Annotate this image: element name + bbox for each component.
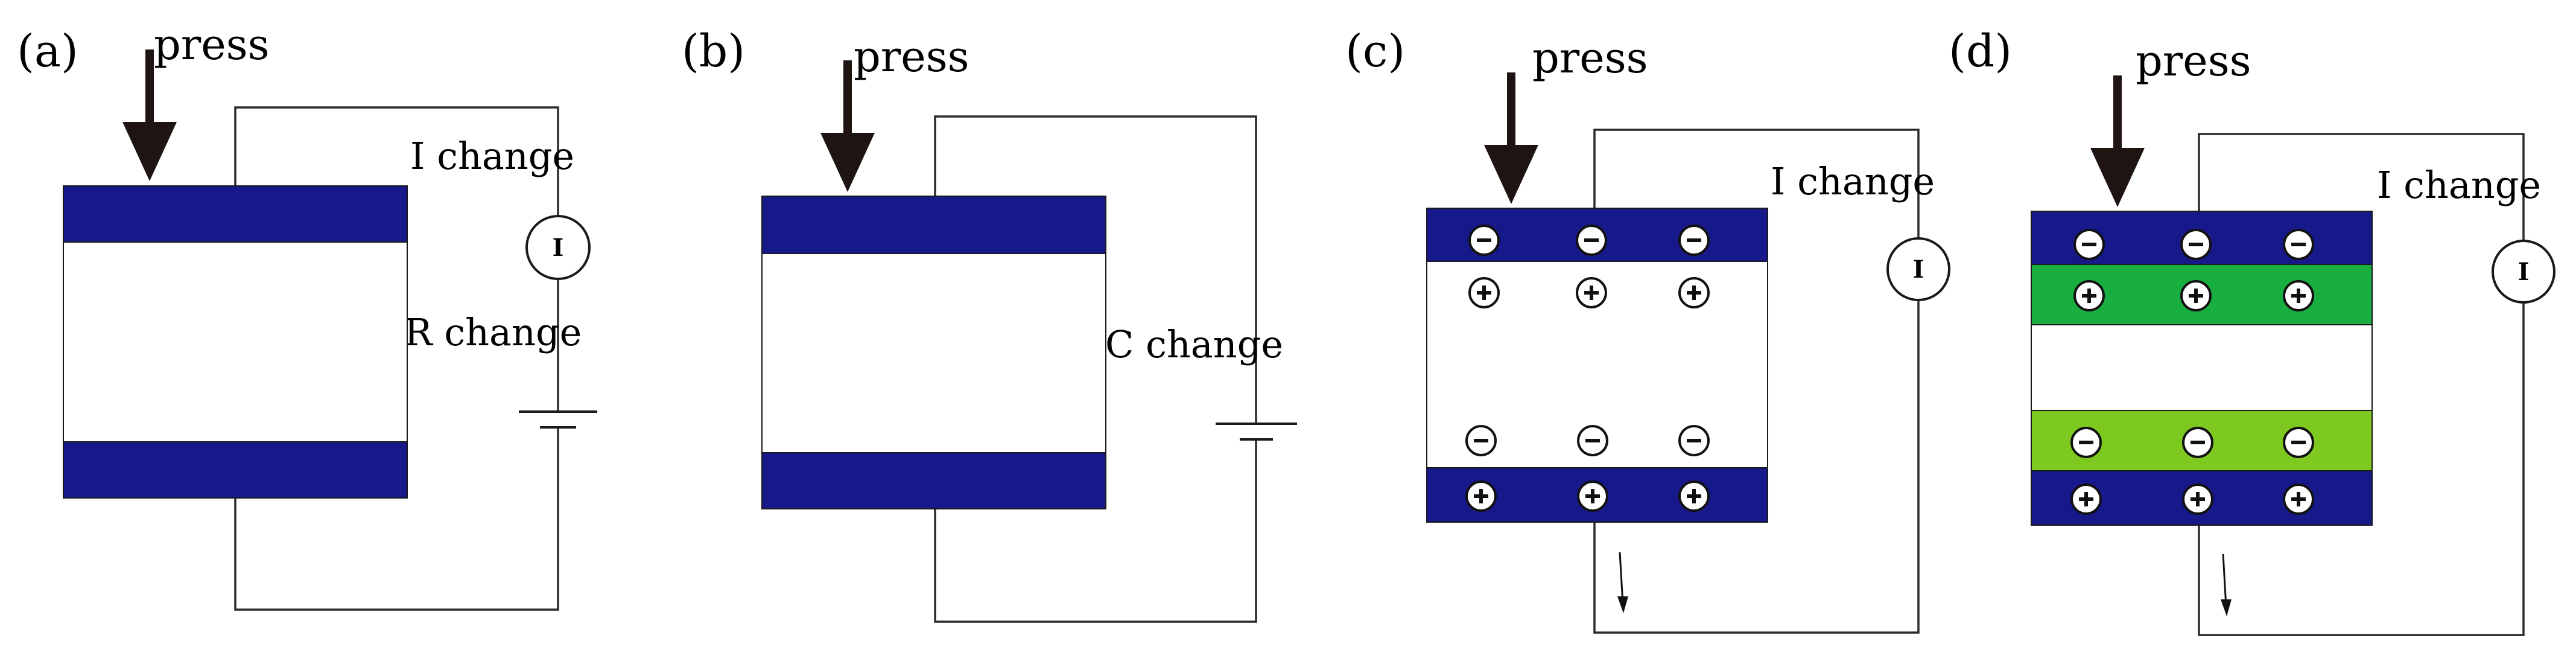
negative-ion — [2283, 427, 2314, 458]
positive-ion — [2182, 483, 2213, 515]
negative-ion — [1678, 425, 1710, 456]
wire-bottom-d — [2198, 302, 2525, 636]
top-electrode-b — [761, 196, 1106, 254]
ammeter-symbol-a: I — [553, 234, 564, 262]
ammeter-c: I — [1886, 237, 1950, 301]
negative-ion — [1576, 225, 1607, 256]
positive-ion — [1678, 480, 1710, 512]
ammeter-symbol-c: I — [1913, 255, 1924, 284]
wire-top-a — [234, 106, 559, 223]
panel-label-d: (d) — [1949, 25, 2012, 77]
annotation-c-change-b: C change — [1105, 322, 1283, 366]
top-electrode-a — [63, 185, 408, 243]
wire-top-c — [1593, 129, 1920, 238]
wire-bottom-a — [234, 427, 559, 611]
bottom-electrode-b — [761, 452, 1106, 509]
panel-label-a: (a) — [17, 25, 78, 77]
positive-ion — [2283, 483, 2314, 515]
current-direction-arrow-d — [2221, 554, 2232, 616]
wire-bottom-b — [934, 439, 1257, 623]
panel-a: (a) press I I change R change — [17, 20, 597, 611]
annotation-i-change-d: I change — [2377, 163, 2541, 207]
bottom-electrode-a — [63, 441, 408, 499]
ammeter-symbol-d: I — [2518, 258, 2530, 286]
negative-ion — [2070, 427, 2102, 458]
negative-ion — [2182, 427, 2213, 458]
positive-ion — [1577, 480, 1608, 512]
negative-ion — [1577, 425, 1608, 456]
panel-c: (c) press I I change — [1345, 25, 1950, 634]
wire-top-b — [934, 115, 1257, 423]
positive-ion — [1678, 277, 1710, 308]
negative-ion — [2283, 229, 2314, 260]
positive-ion — [1468, 277, 1500, 308]
annotation-r-change-a: R change — [404, 310, 582, 354]
negative-ion — [1465, 425, 1497, 456]
positive-ion — [2073, 280, 2105, 311]
positive-ion — [2070, 483, 2102, 515]
ammeter-d: I — [2492, 240, 2555, 304]
press-label-a: press — [154, 20, 270, 69]
press-label-b: press — [854, 32, 969, 81]
panel-b: (b) press C change — [682, 25, 1297, 623]
press-label-c: press — [1532, 33, 1648, 83]
negative-ion — [1678, 225, 1710, 256]
negative-ion — [1468, 225, 1500, 256]
panel-label-b: (b) — [682, 25, 745, 77]
positive-ion — [2180, 280, 2212, 311]
positive-ion — [1576, 277, 1607, 308]
negative-ion — [2073, 229, 2105, 260]
positive-ion — [2283, 280, 2314, 311]
current-direction-arrow-c — [1617, 552, 1628, 613]
ammeter-a: I — [525, 215, 591, 280]
press-arrow-c — [1484, 72, 1538, 204]
annotation-i-change-a: I change — [410, 134, 574, 178]
negative-ion — [2180, 229, 2212, 260]
panel-label-c: (c) — [1345, 25, 1405, 77]
positive-ion — [1465, 480, 1497, 512]
press-label-d: press — [2136, 36, 2251, 86]
wire-bottom-c — [1593, 300, 1920, 634]
annotation-i-change-c: I change — [1771, 159, 1935, 203]
press-arrow-d — [2090, 75, 2145, 207]
panel-d: (d) press I I change — [1949, 25, 2555, 636]
wire-top-d — [2198, 133, 2525, 241]
